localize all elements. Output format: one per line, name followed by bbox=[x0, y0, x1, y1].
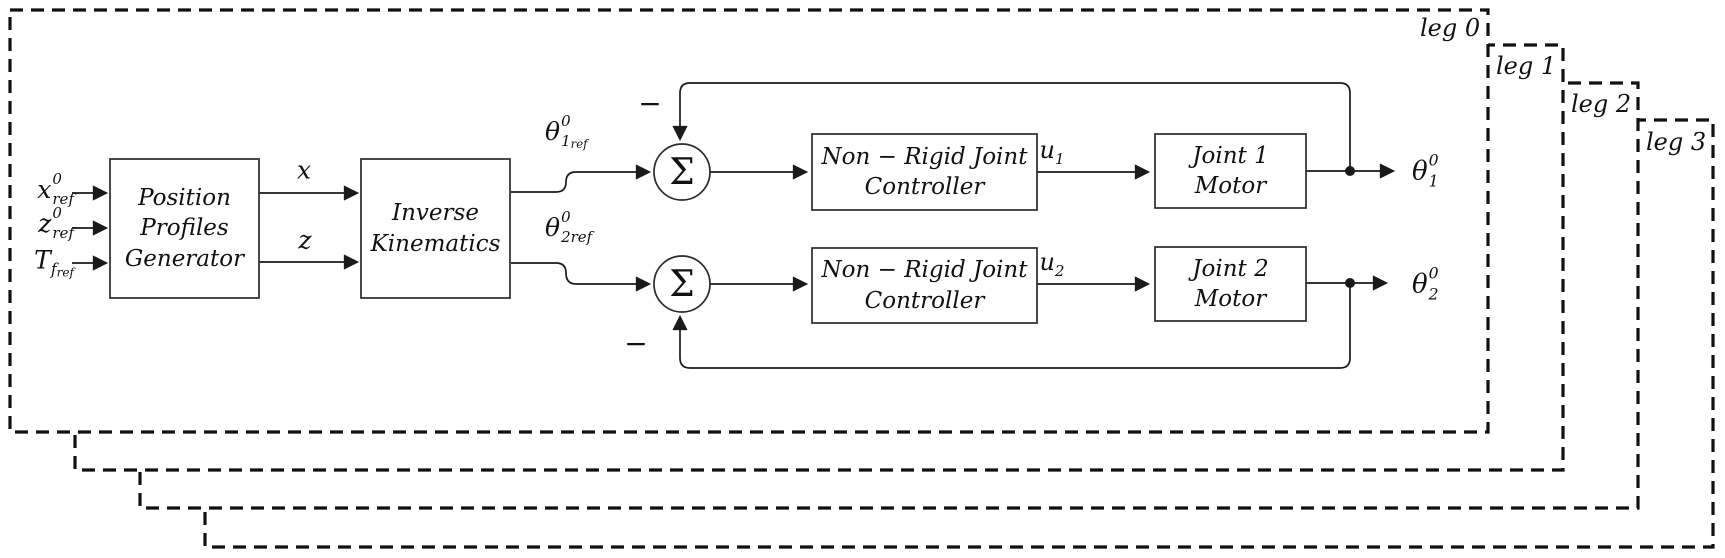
controller2-box bbox=[811, 247, 1038, 324]
feedback2-line bbox=[672, 283, 1351, 369]
sum-junction-1 bbox=[653, 143, 711, 201]
theta2ref-line bbox=[511, 262, 652, 292]
leg-1-label: leg 1 bbox=[1496, 52, 1557, 80]
x-signal-label: x bbox=[296, 155, 312, 185]
minus-sign-2: − bbox=[624, 327, 648, 360]
motor2-box bbox=[1154, 246, 1307, 322]
motor1-label: Joint 1 Motor bbox=[1192, 142, 1269, 199]
z-signal-label: z bbox=[298, 225, 312, 255]
controller1-box bbox=[811, 133, 1038, 211]
position-profiles-generator-label: Position Profiles Generator bbox=[124, 184, 245, 272]
feedback1-line bbox=[672, 82, 1351, 171]
motor2-label: Joint 2 Motor bbox=[1192, 255, 1269, 312]
leg-3-label: leg 3 bbox=[1646, 128, 1707, 156]
controller1-label: Non − Rigid Joint Controller bbox=[821, 143, 1028, 200]
leg-0-label: leg 0 bbox=[1420, 14, 1481, 42]
position-profiles-generator-box bbox=[109, 158, 260, 299]
tap-dot-2 bbox=[1345, 278, 1355, 288]
inverse-kinematics-label: Inverse Kinematics bbox=[370, 200, 501, 257]
tap-dot-1 bbox=[1345, 166, 1355, 176]
sum1-sigma: Σ bbox=[669, 152, 695, 193]
motor1-box bbox=[1154, 133, 1307, 209]
sum2-sigma: Σ bbox=[669, 264, 695, 305]
theta1ref-line bbox=[511, 164, 652, 193]
inverse-kinematics-box bbox=[360, 158, 511, 299]
leg-2-label: leg 2 bbox=[1571, 90, 1632, 118]
minus-sign-1: − bbox=[638, 87, 662, 120]
sum-junction-2 bbox=[653, 255, 711, 313]
controller2-label: Non − Rigid Joint Controller bbox=[821, 257, 1028, 314]
